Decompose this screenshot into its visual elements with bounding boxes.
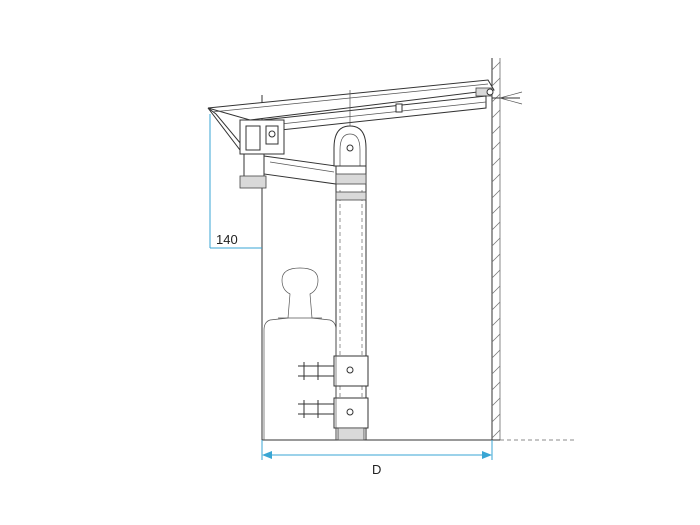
- gutter: [239, 119, 285, 189]
- wall-hatching: [491, 61, 501, 439]
- dimension-d: D: [261, 440, 493, 477]
- wall: [491, 58, 501, 440]
- bracket-arm: [263, 155, 337, 185]
- canopy-roof: [207, 79, 523, 151]
- person-silhouette: [263, 267, 337, 440]
- column-clamps: [298, 355, 369, 441]
- dimension-140: 140: [209, 114, 262, 249]
- dimension-140-label: 140: [216, 232, 238, 247]
- column: [335, 165, 367, 441]
- dimension-d-label: D: [372, 462, 381, 477]
- column-head: [333, 90, 367, 167]
